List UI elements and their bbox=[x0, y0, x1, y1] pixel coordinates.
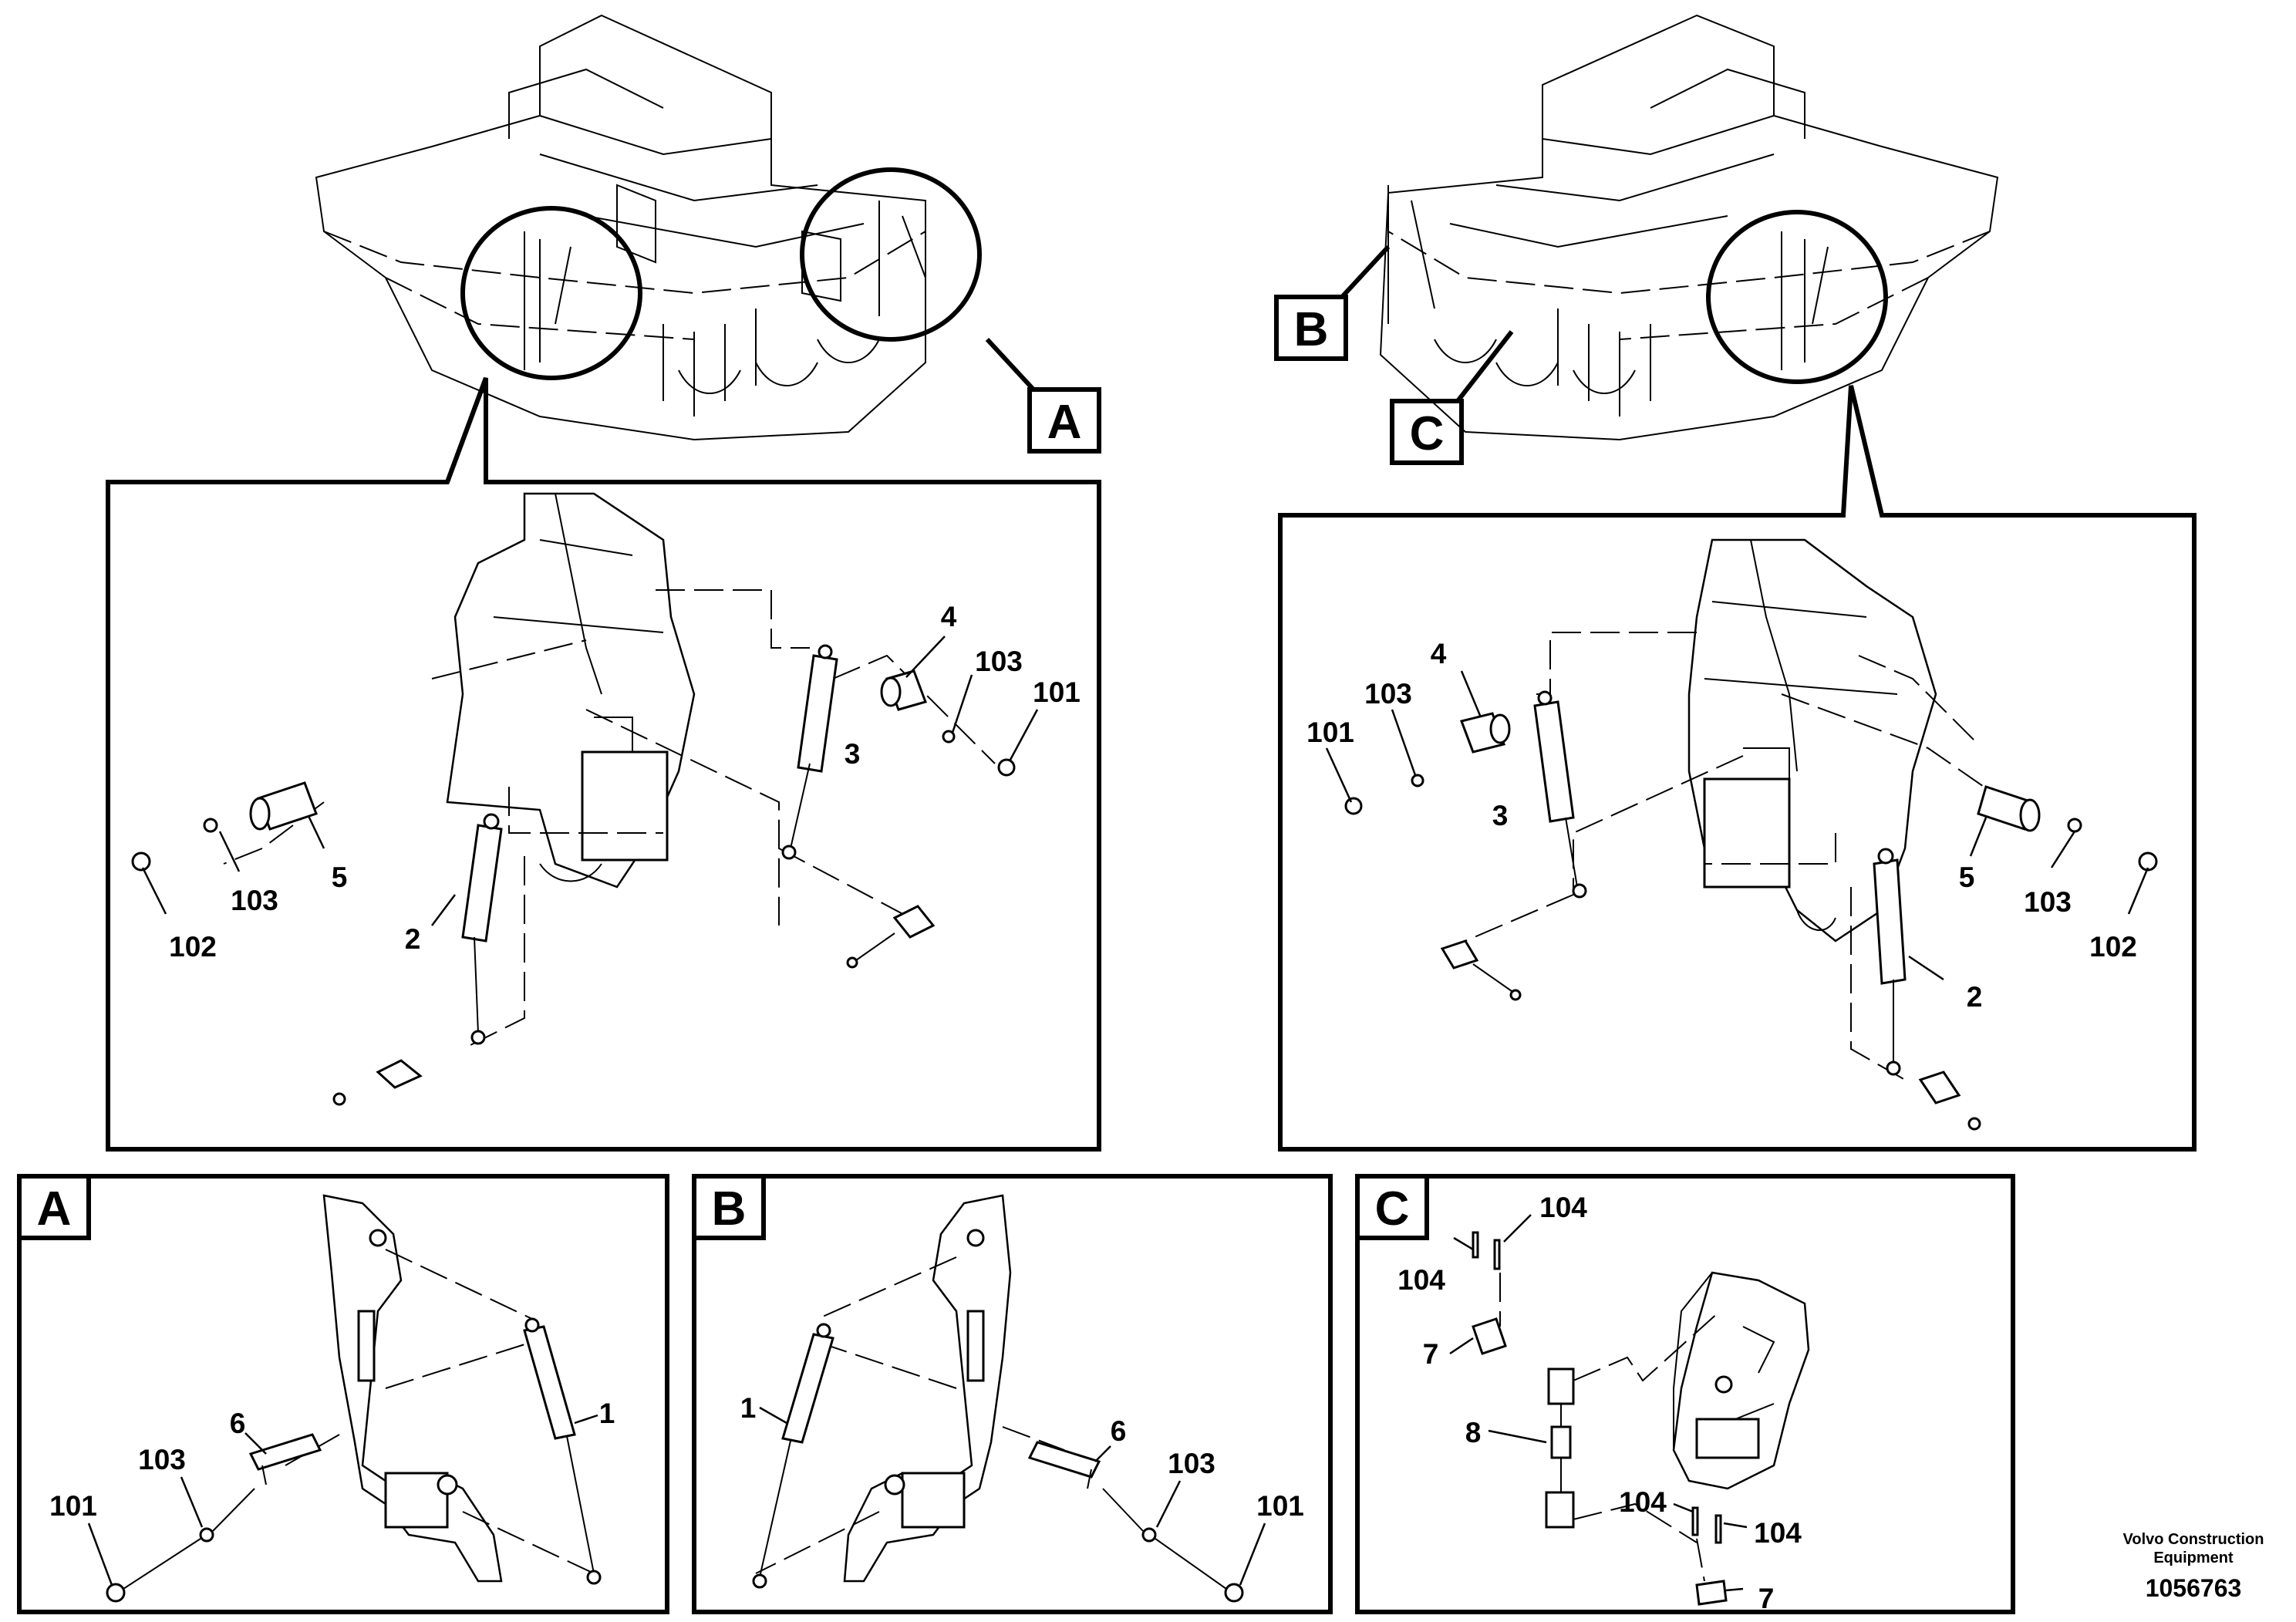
detail-box-left: 4 103 101 3 5 103 102 2 bbox=[106, 376, 1101, 1152]
label-part-3: 3 bbox=[845, 738, 861, 770]
label-part-4: 4 bbox=[941, 601, 957, 632]
panel-b: B 1 6 103 101 bbox=[692, 1174, 1333, 1614]
label-part-101: 101 bbox=[49, 1490, 97, 1522]
callout-a-overview: A bbox=[985, 337, 1101, 454]
detail-circle-left bbox=[460, 206, 642, 380]
detail-circle-right-view bbox=[1706, 210, 1888, 384]
label-part-2: 2 bbox=[1967, 981, 1983, 1013]
label-part-103: 103 bbox=[138, 1444, 186, 1475]
label-part-102: 102 bbox=[169, 931, 217, 963]
label-part-104: 104 bbox=[1539, 1192, 1587, 1223]
label-part-102: 102 bbox=[2089, 931, 2137, 963]
brand-line-2: Equipment bbox=[2153, 1549, 2234, 1566]
brand-line-1: Volvo Construction bbox=[2123, 1531, 2264, 1548]
label-part-7: 7 bbox=[1758, 1583, 1775, 1614]
label-part-104: 104 bbox=[1619, 1486, 1667, 1518]
label-part-7: 7 bbox=[1423, 1338, 1439, 1370]
svg-text:B: B bbox=[1294, 303, 1329, 356]
label-part-1: 1 bbox=[599, 1398, 615, 1429]
detail-circle-right bbox=[800, 167, 982, 342]
label-part-101: 101 bbox=[1256, 1490, 1304, 1522]
label-part-104: 104 bbox=[1754, 1517, 1802, 1549]
callout-b-overview: B bbox=[1274, 244, 1391, 361]
panel-a-title-box bbox=[17, 1174, 91, 1240]
document-number: 1056763 bbox=[2146, 1574, 2242, 1602]
detail-box-right: 4 103 101 3 5 103 102 2 bbox=[1278, 385, 2197, 1152]
label-part-103: 103 bbox=[2024, 886, 2072, 918]
label-part-2: 2 bbox=[405, 923, 421, 955]
callout-c-overview: C bbox=[1390, 330, 1514, 465]
label-part-5: 5 bbox=[1959, 862, 1975, 893]
label-part-103: 103 bbox=[1168, 1448, 1215, 1479]
panel-a: A 1 6 103 101 bbox=[17, 1174, 669, 1614]
svg-text:A: A bbox=[1047, 396, 1082, 449]
label-part-101: 101 bbox=[1033, 676, 1081, 708]
label-part-103: 103 bbox=[1364, 678, 1412, 710]
label-part-3: 3 bbox=[1492, 800, 1509, 831]
machine-overview-right bbox=[1379, 14, 1999, 441]
panel-b-title-box bbox=[692, 1174, 766, 1240]
label-part-103: 103 bbox=[975, 646, 1023, 677]
panel-c-title-box bbox=[1355, 1174, 1429, 1240]
label-part-6: 6 bbox=[230, 1408, 246, 1439]
machine-overview-left bbox=[315, 14, 982, 441]
panel-c: C 104 104 7 bbox=[1355, 1174, 2015, 1614]
label-part-5: 5 bbox=[332, 862, 348, 893]
label-part-1: 1 bbox=[740, 1392, 757, 1424]
panel-c-title: C bbox=[1375, 1182, 1410, 1236]
label-part-101: 101 bbox=[1306, 717, 1354, 748]
label-part-104: 104 bbox=[1397, 1264, 1445, 1296]
label-part-6: 6 bbox=[1111, 1415, 1127, 1447]
panel-b-title: B bbox=[712, 1182, 747, 1236]
panel-a-title: A bbox=[37, 1182, 72, 1236]
label-part-8: 8 bbox=[1465, 1417, 1482, 1448]
footer-brand: Volvo Construction Equipment 1056763 bbox=[2123, 1531, 2264, 1602]
label-part-103: 103 bbox=[231, 885, 278, 916]
label-part-4: 4 bbox=[1431, 638, 1447, 669]
svg-text:C: C bbox=[1410, 407, 1445, 460]
